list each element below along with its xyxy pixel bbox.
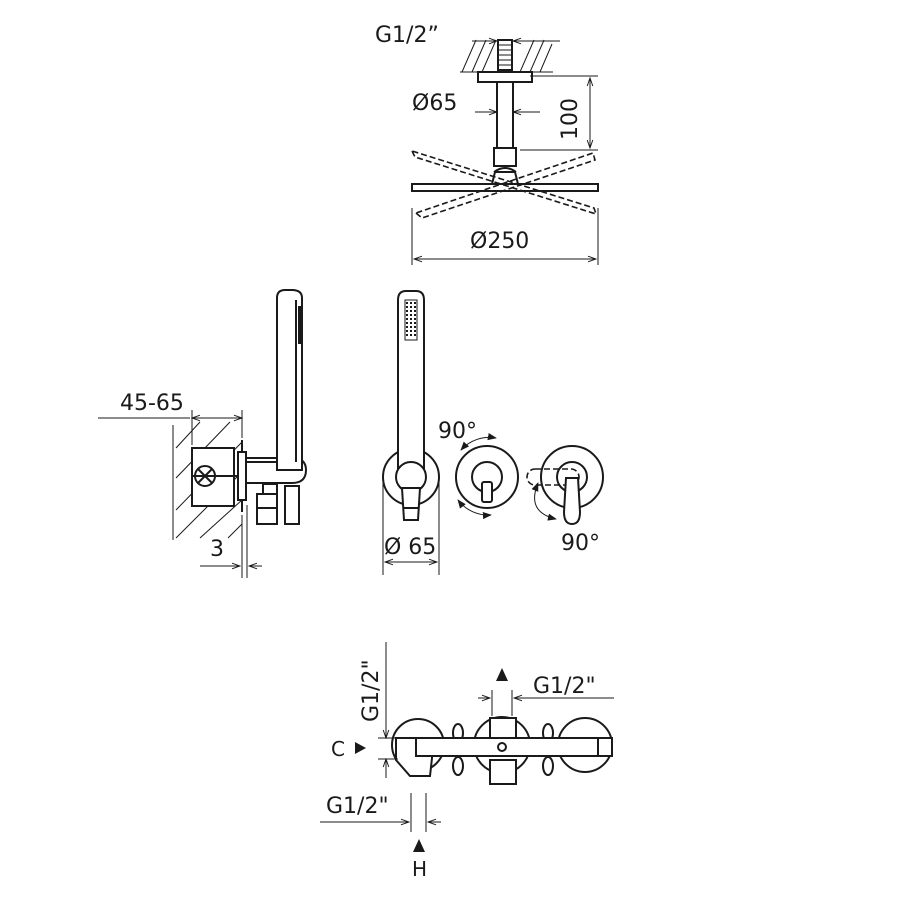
dim-vertical-inlet: G1/2" — [359, 642, 398, 778]
dim-holder-diameter: Ø 65 — [382, 480, 440, 575]
hand-shower-side — [276, 289, 303, 471]
dim-bottom-inlet: G1/2" — [320, 793, 441, 832]
bath-mixer-top-view: G1/2" C G1/2" G1/2" H — [320, 642, 614, 881]
hose-nut — [262, 483, 278, 495]
ceiling-flange — [477, 71, 533, 83]
label-vertical-inlet: G1/2" — [359, 659, 384, 722]
label-wall-range: 45-65 — [120, 391, 184, 416]
shower-arm — [493, 82, 517, 167]
dim-top-inlet: G1/2” — [375, 23, 560, 48]
label-right-inlet: G1/2" — [533, 674, 596, 699]
dim-head-diameter: Ø250 — [411, 208, 599, 265]
spout-tip — [597, 737, 613, 757]
hand-shower-side-view: 45-65 3 — [98, 289, 308, 578]
label-hot: H — [412, 857, 427, 881]
label-rotation-right: 90° — [561, 531, 600, 556]
dim-arm-diameter: Ø65 — [412, 91, 540, 116]
label-holder-diameter: Ø 65 — [384, 535, 436, 560]
spray-nozzles — [404, 299, 418, 341]
holder-clip — [400, 487, 422, 521]
mixer-handle-left: 90° — [438, 419, 519, 520]
label-bottom-inlet: G1/2" — [326, 794, 389, 819]
hand-shower-front-view: Ø 65 — [382, 290, 440, 575]
shower-head — [411, 167, 599, 192]
label-head-diameter: Ø250 — [470, 229, 529, 254]
label-cold: C — [331, 737, 345, 761]
spout-bar — [415, 737, 611, 757]
dim-plate-thickness: 3 — [200, 505, 262, 578]
label-plate-thickness: 3 — [210, 537, 224, 562]
holder-bracket — [284, 485, 300, 525]
label-arm-length: 100 — [558, 98, 583, 140]
wall-plate — [237, 451, 247, 501]
thread-connector — [497, 39, 513, 71]
ceiling-shower-view: G1/2” Ø65 100 Ø250 — [375, 23, 599, 265]
lug-left-bottom — [452, 756, 464, 776]
shower-head-tilt-positions — [410, 149, 598, 219]
center-top-block — [489, 717, 517, 739]
label-arm-diameter: Ø65 — [412, 91, 457, 116]
dim-right-inlet: G1/2" — [478, 668, 614, 716]
cold-marker: C — [331, 737, 366, 761]
label-rotation-left: 90° — [438, 419, 477, 444]
dim-arm-length: 100 — [520, 75, 598, 151]
label-top-inlet: G1/2” — [375, 23, 439, 48]
mixer-handle-right: 90° — [526, 445, 604, 556]
center-bottom-block — [489, 759, 517, 785]
hot-marker: H — [412, 839, 427, 881]
dim-wall-range: 45-65 — [98, 391, 242, 445]
lug-right-bottom — [542, 756, 554, 776]
